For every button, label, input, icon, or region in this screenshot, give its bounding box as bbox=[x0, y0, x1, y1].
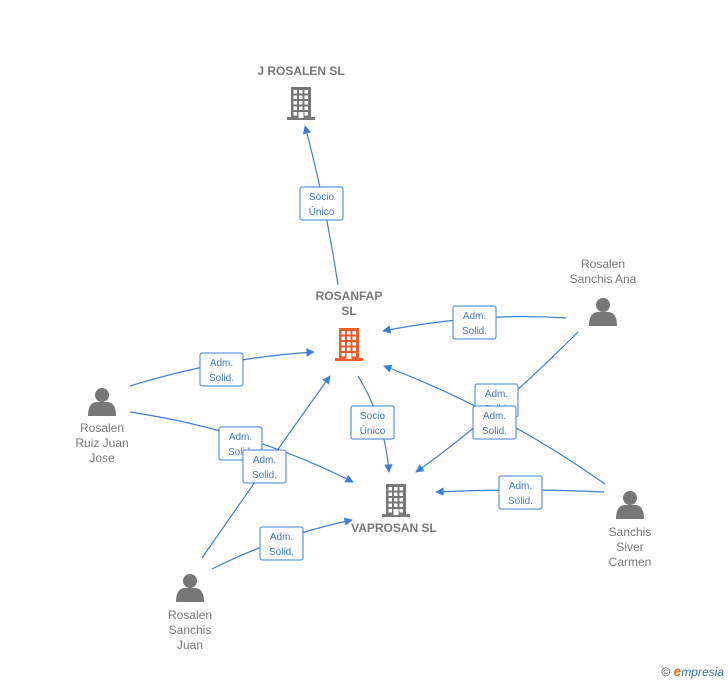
edge-label-text: Solid. bbox=[508, 496, 533, 507]
edge-label-siver-vaprosan[interactable]: Adm. Solid. bbox=[498, 475, 543, 510]
edge-label-box bbox=[259, 526, 304, 561]
node-label: Sanchis bbox=[169, 623, 212, 637]
node-label: Rosalen bbox=[80, 421, 124, 435]
node-label: Siver bbox=[616, 540, 643, 554]
edge-label-text: Adm. bbox=[463, 311, 486, 322]
edge-labels-layer: SocioÚnicoAdm.Solid.Adm.Solid.SocioÚnico… bbox=[199, 186, 543, 561]
brand-name: mpresia bbox=[681, 665, 724, 679]
brand-initial: e bbox=[673, 663, 682, 679]
edge-label-juan-vaprosan[interactable]: Adm. Solid. bbox=[259, 526, 304, 561]
edge-label-text: Solid. bbox=[209, 373, 234, 384]
node-label: Ruiz Juan bbox=[75, 436, 128, 450]
edge-label-box bbox=[350, 405, 395, 440]
node-label: Jose bbox=[89, 451, 115, 465]
edge-label-box bbox=[472, 405, 517, 440]
edge-label-text: Adm. bbox=[210, 358, 233, 369]
edge-label-text: Socio bbox=[309, 192, 334, 203]
node-j-rosalen[interactable]: J ROSALEN SL bbox=[257, 64, 345, 120]
building-icon bbox=[382, 484, 410, 517]
node-label: Carmen bbox=[609, 555, 652, 569]
edge-label-text: Adm. bbox=[485, 389, 508, 400]
node-label: J ROSALEN SL bbox=[257, 64, 344, 78]
edge-label-text: Solid. bbox=[269, 547, 294, 558]
edge-label-text: Único bbox=[309, 205, 335, 218]
edge-label-text: Adm. bbox=[270, 532, 293, 543]
building-icon bbox=[287, 87, 315, 120]
node-label: SL bbox=[341, 304, 356, 318]
person-icon bbox=[589, 298, 617, 326]
edge-label-text: Solid. bbox=[462, 326, 487, 337]
person-icon bbox=[176, 574, 204, 602]
edge-label-juan-rosanfap[interactable]: Adm. Solid. bbox=[242, 449, 287, 484]
edge-label-box bbox=[199, 352, 244, 387]
edge-label-text: Único bbox=[360, 424, 386, 437]
edge-label-box bbox=[299, 186, 344, 221]
edge-label-ruiz-rosanfap[interactable]: Adm. Solid. bbox=[199, 352, 244, 387]
node-label: Rosalen bbox=[168, 608, 212, 622]
node-label: Juan bbox=[177, 638, 203, 652]
copyright-symbol: © bbox=[661, 665, 671, 679]
edge-label-text: Adm. bbox=[509, 481, 532, 492]
edge-label-text: Adm. bbox=[229, 432, 252, 443]
person-icon bbox=[88, 388, 116, 416]
node-label: Rosalen bbox=[581, 257, 625, 271]
edge-label-text: Solid. bbox=[228, 447, 253, 458]
edge-label-siver-rosanfap[interactable]: Adm. Solid. bbox=[472, 405, 517, 440]
person-icon bbox=[616, 491, 644, 519]
edge-label-box bbox=[452, 305, 497, 340]
node-label: VAPROSAN SL bbox=[351, 521, 437, 535]
edge-label-text: Solid. bbox=[252, 470, 277, 481]
edge-label-text: Solid. bbox=[482, 426, 507, 437]
edge-label-box bbox=[242, 449, 287, 484]
edge-label-text: Adm. bbox=[483, 411, 506, 422]
empresia-watermark: © empresia bbox=[661, 663, 724, 679]
edge-label-text: Socio bbox=[360, 411, 385, 422]
edge-label-ana-rosanfap[interactable]: Adm. Solid. bbox=[452, 305, 497, 340]
edge-label-text: Adm. bbox=[253, 455, 276, 466]
node-label: ROSANFAP bbox=[316, 289, 383, 303]
building-icon bbox=[335, 328, 363, 361]
node-label: Sanchis bbox=[609, 525, 652, 539]
node-label: Sanchis Ana bbox=[570, 272, 637, 286]
node-vaprosan[interactable]: VAPROSAN SL bbox=[351, 484, 437, 535]
edge-label-box bbox=[498, 475, 543, 510]
